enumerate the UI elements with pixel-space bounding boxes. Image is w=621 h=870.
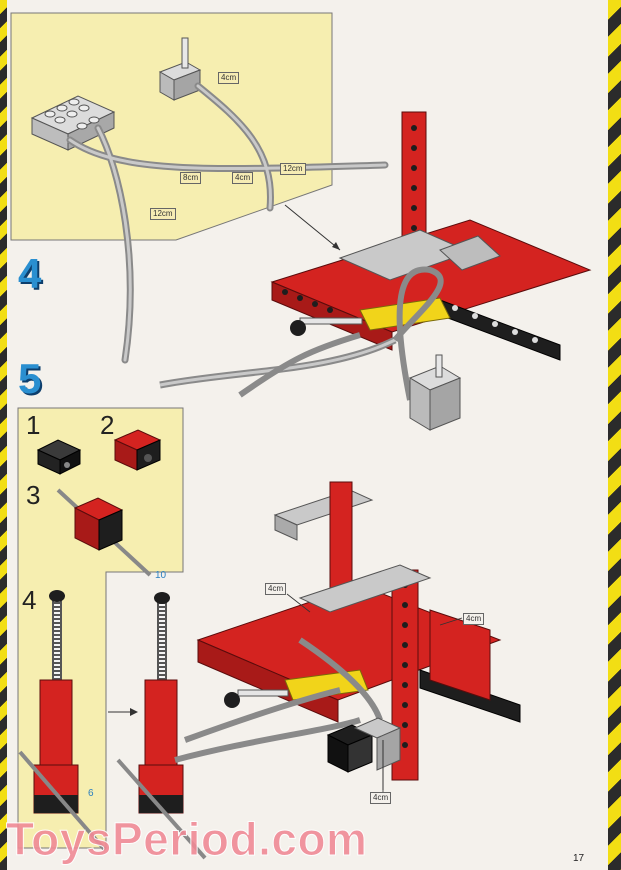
red-brick-with-axle-icon <box>56 488 152 577</box>
hose-length-label: 4cm <box>232 172 254 184</box>
page-number: 17 <box>573 853 585 864</box>
step-number-5: 5 <box>18 355 42 402</box>
hose-length-label: 12cm <box>280 163 306 175</box>
substep-number-3: 3 <box>26 480 41 510</box>
gray-brick-2x4-icon <box>30 95 116 151</box>
black-brick-2x2-icon <box>36 439 82 475</box>
substep-number-1: 1 <box>26 410 41 440</box>
watermark-text: ToysPeriod.com <box>5 813 368 866</box>
hose-length-label: 4cm <box>463 613 485 625</box>
substep-number-4: 4 <box>22 585 37 615</box>
gray-valve-connector-icon <box>158 37 202 101</box>
step-number-4: 4 <box>18 250 42 297</box>
hazard-stripe-right <box>608 0 621 870</box>
part-quantity: 6 <box>88 788 94 799</box>
assembly-model-step4-5 <box>159 111 592 431</box>
red-brick-2x2-icon <box>113 429 162 471</box>
part-quantity: 10 <box>155 570 167 581</box>
hose-length-label: 4cm <box>265 583 287 595</box>
hose-length-label: 12cm <box>150 208 176 220</box>
hose-length-label: 4cm <box>370 792 392 804</box>
hazard-stripe-left <box>0 0 7 870</box>
substep-number-2: 2 <box>100 410 115 440</box>
hose-length-label: 8cm <box>180 172 202 184</box>
hose-length-label: 4cm <box>218 72 240 84</box>
assembly-model-step5 <box>174 481 521 790</box>
pneumatic-cylinder-icon <box>18 590 107 852</box>
pneumatic-cylinder-assembled-icon <box>116 592 207 860</box>
